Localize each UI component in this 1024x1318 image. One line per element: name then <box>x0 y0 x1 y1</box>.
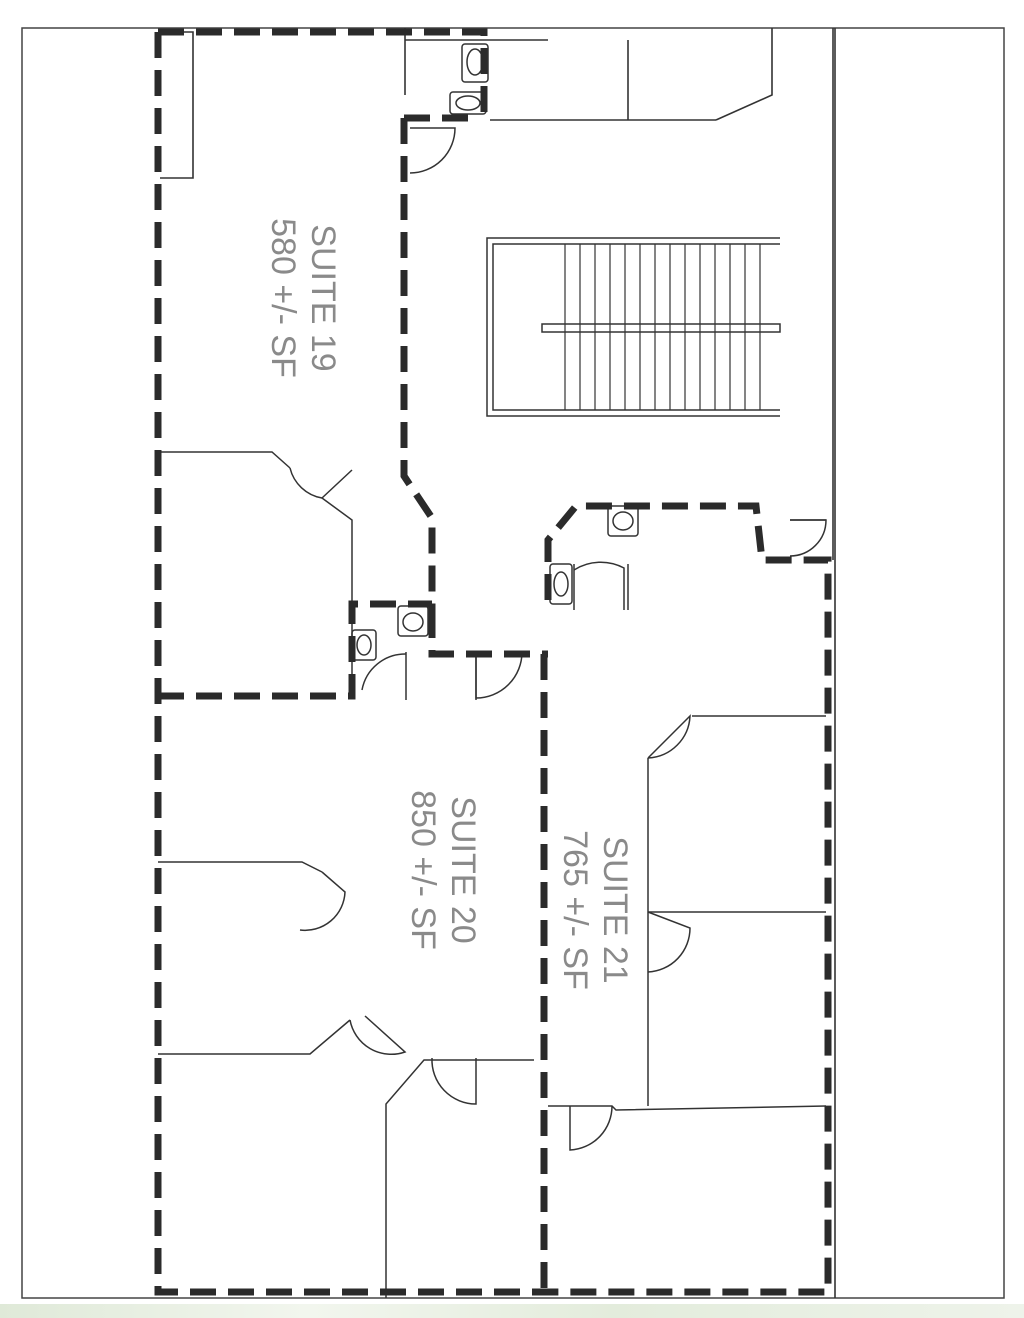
suite-boundaries <box>154 28 832 1296</box>
suite-21-name: SUITE 21 <box>596 836 634 984</box>
suite-19-area: 580 +/- SF <box>264 218 302 378</box>
plumbing-fixtures <box>351 43 639 661</box>
suite-20-label: SUITE 20 850 +/- SF <box>399 745 483 995</box>
suite-20-name: SUITE 20 <box>444 796 482 944</box>
page-frame <box>21 27 1005 1299</box>
toilet-icon <box>461 43 489 83</box>
toilet-icon <box>607 505 639 537</box>
building-walls <box>160 28 836 1298</box>
suite-21-label: SUITE 21 765 +/- SF <box>551 785 635 1035</box>
suite-19-name: SUITE 19 <box>304 224 342 372</box>
interior-walls <box>158 451 827 1298</box>
door-swings <box>289 127 827 1151</box>
suite-20-area: 850 +/- SF <box>404 790 442 950</box>
stairwell <box>486 237 781 417</box>
suite-19-label: SUITE 19 580 +/- SF <box>259 183 343 413</box>
scan-edge <box>0 1304 1024 1318</box>
suite-21-area: 765 +/- SF <box>556 830 594 990</box>
